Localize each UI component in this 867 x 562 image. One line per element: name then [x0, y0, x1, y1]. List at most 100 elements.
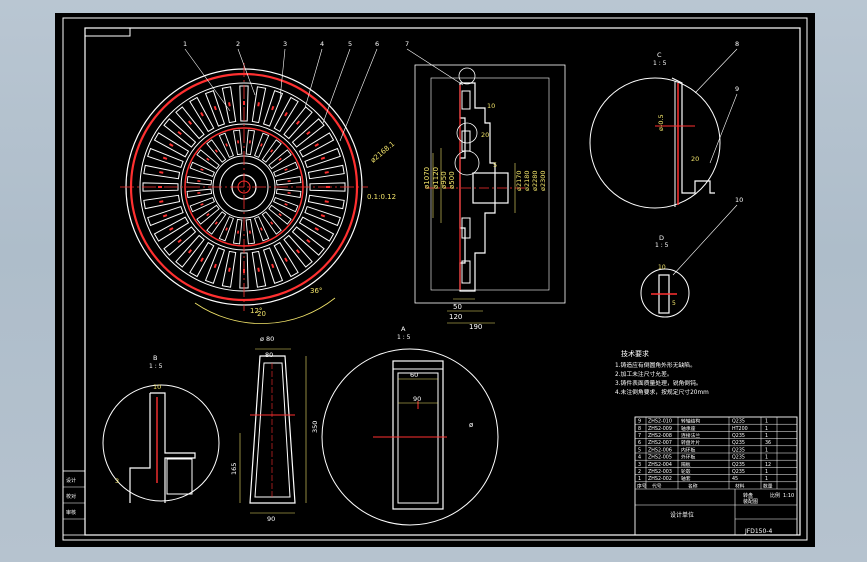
- inner-vane-cut: [206, 213, 210, 217]
- vane-cut: [306, 130, 311, 136]
- left-strip: 设计 校对 审核: [62, 470, 86, 536]
- vane-cut: [314, 227, 319, 231]
- detail-e-boundary: [102, 384, 220, 502]
- outer-vane: [163, 226, 197, 256]
- detail-e-circle: [454, 150, 480, 176]
- detail-a-outer: [392, 360, 444, 510]
- inner-vane-cut: [278, 157, 282, 161]
- side-envelope: [414, 64, 566, 304]
- balloon-label: 9: [735, 85, 739, 93]
- inner-vane: [206, 211, 227, 235]
- detail-e: B 1 : 5 10 3: [102, 354, 220, 503]
- detail-c-scale: 1 : 5: [653, 60, 667, 67]
- left-strip-1: 校对: [66, 493, 76, 500]
- dim-bottom: 20: [257, 310, 266, 318]
- detail-a-boundary: [321, 348, 499, 526]
- vane-cut: [213, 105, 217, 111]
- bom-cell: ZHS2-002: [648, 476, 672, 482]
- bom-cell: ZHS2-004: [648, 462, 672, 468]
- inner-vane: [261, 139, 282, 163]
- vane-cut: [162, 156, 168, 160]
- outer-vane: [153, 132, 190, 158]
- inner-vane: [186, 188, 213, 199]
- detail-d-dim-b: 5: [672, 300, 676, 307]
- bom-cell: 12: [765, 462, 771, 468]
- side-small-1: 20: [481, 131, 489, 139]
- balloon-leader: [304, 48, 323, 109]
- balloon-leader: [237, 48, 256, 96]
- inner-vane-cut: [260, 143, 263, 147]
- bom-cell: 6: [638, 440, 641, 446]
- outer-vane: [262, 247, 284, 284]
- notes-title: 技术要求: [621, 349, 649, 358]
- bom-cell: Q235: [732, 419, 745, 425]
- inner-vane-cut: [260, 227, 263, 231]
- bom-cell: 4: [638, 455, 641, 461]
- balloon-leader: [279, 48, 286, 100]
- diameter-note: ø2168.1: [369, 140, 396, 165]
- bom-cell: Q235: [732, 469, 745, 475]
- bom-cell: 7: [638, 433, 641, 439]
- detail-c-dim-a: ø-0.5: [657, 114, 665, 131]
- bom-cell: 5: [638, 447, 641, 453]
- vane-cut: [177, 238, 182, 244]
- outer-vane: [204, 90, 226, 127]
- vane-cut: [320, 214, 326, 218]
- note-line-1: 1.铸造应有倒圆角外形无缺陷。: [615, 361, 696, 369]
- bom-cell: Q235: [732, 447, 745, 453]
- inner-vane: [186, 175, 213, 186]
- side-slot-1: [461, 90, 471, 110]
- inner-vane: [196, 149, 220, 170]
- bom-cell: 轴承座: [681, 425, 696, 432]
- front-view: 20 36° 12° 0.1:0.12 ø2168.1: [120, 63, 396, 324]
- inner-vane-cut: [284, 203, 288, 206]
- bom-cell: 转盘叶片: [681, 439, 700, 446]
- bom-cell: 1: [765, 426, 768, 432]
- outer-vane: [204, 247, 226, 284]
- inner-vane-cut: [225, 227, 228, 231]
- bom-header-cell: 序号: [637, 482, 647, 489]
- angle-label: 36°: [310, 287, 322, 295]
- balloon-leader: [184, 48, 231, 112]
- side-hub: [472, 172, 509, 204]
- bom-cell: 转轴结构: [681, 418, 700, 425]
- vane-cut: [324, 200, 329, 203]
- outer-vane: [298, 216, 335, 242]
- vane-cut: [200, 112, 204, 117]
- detail-a-dim-c: ø: [469, 421, 474, 429]
- side-rdim-1: ø2180: [523, 170, 531, 191]
- outer-vane: [304, 147, 341, 169]
- vane-cut: [284, 257, 288, 262]
- bom-frame: [634, 416, 798, 536]
- inner-vane: [245, 129, 256, 156]
- detail-a-scale: 1 : 5: [397, 334, 411, 341]
- outer-vane: [298, 132, 335, 158]
- angle-arc-bottom: [194, 297, 336, 324]
- vane-cut: [159, 200, 164, 203]
- side-dia-2: ø950: [440, 171, 448, 189]
- balloon-label: 2: [236, 40, 240, 48]
- balloon-leader: [406, 48, 464, 86]
- bom-cell: 1: [765, 419, 768, 425]
- profile-outline: [249, 355, 296, 504]
- detail-e-profile: [150, 392, 196, 503]
- outer-vane: [221, 250, 237, 288]
- bottom-dim-2-label: 190: [469, 323, 482, 331]
- vane-cut: [271, 105, 275, 111]
- vane-cut: [257, 102, 260, 107]
- inner-vane-cut: [284, 168, 288, 171]
- vane-cut: [320, 156, 326, 160]
- detail-a-dim-b: 90: [413, 395, 421, 403]
- inner-vane-cut: [270, 221, 274, 225]
- side-dia-1: ø1120: [432, 167, 440, 189]
- detail-d-boundary: [640, 268, 690, 318]
- detail-c-title: C: [657, 51, 662, 59]
- outer-vane: [189, 241, 215, 278]
- detail-a: A 1 : 5 60 90 ø: [321, 325, 499, 526]
- bom-cell: Q235: [732, 433, 745, 439]
- detail-c-boundary: [589, 77, 721, 209]
- bom-cell: 内环板: [681, 446, 696, 453]
- detail-c-profile: [671, 77, 715, 194]
- school-name: 设计单位: [670, 511, 694, 519]
